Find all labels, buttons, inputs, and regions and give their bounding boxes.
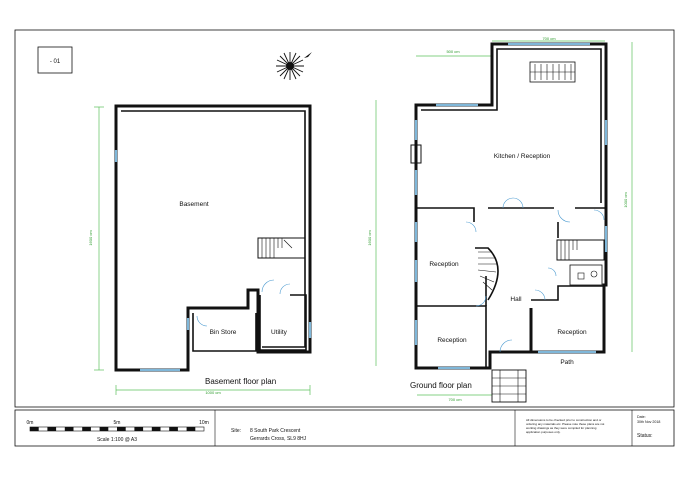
scale-caption: Scale 1:100 @ A3: [97, 437, 137, 443]
room-utility: Utility: [271, 329, 288, 336]
room-reception-bottom-right: Reception: [557, 329, 587, 336]
scale-bar: 0m 5m 10m Scale 1:100 @ A3: [27, 420, 209, 443]
ground-left-dim: 1600 cm: [367, 230, 372, 246]
room-kitchen-reception: Kitchen / Reception: [494, 153, 551, 160]
site-label: Site:: [231, 428, 241, 434]
path-label: Path: [560, 359, 574, 366]
date-value: 30th Nov 2018: [637, 420, 660, 424]
basement-plan: 1000 cm 1600 cm Basement Bin Store U: [88, 104, 312, 395]
room-reception-left: Reception: [429, 261, 459, 268]
ground-floor-plan: 500 cm 700 cm 1600 cm 1000 cm 700 cm: [367, 36, 633, 403]
room-basement: Basement: [179, 201, 208, 208]
site-line2: Gerrards Cross, SL9 8HJ: [250, 436, 307, 442]
site-line1: 8 South Park Crescent: [250, 428, 301, 434]
ground-right-dim: 1000 cm: [623, 192, 628, 208]
scale-tick-10: 10m: [199, 420, 209, 426]
ground-bottom-dim: 700 cm: [448, 397, 462, 402]
date-label: Date:: [637, 415, 646, 419]
notes-line1: All dimensions to be checked prior to co…: [526, 418, 601, 422]
drawing-frame: [14, 29, 675, 408]
room-reception-bottom-left: Reception: [437, 337, 467, 344]
basement-caption: Basement floor plan: [205, 377, 276, 386]
ground-top-right-dim: 700 cm: [542, 36, 556, 41]
sheet-ref: - 01: [50, 59, 61, 65]
basement-width-dim: 1000 cm: [205, 390, 221, 395]
basement-height-dim: 1600 cm: [88, 230, 93, 246]
north-arrow-icon: [276, 52, 312, 80]
sheet-ref-box: [37, 46, 73, 74]
scale-tick-0: 0m: [27, 420, 34, 426]
room-hall: Hall: [510, 296, 522, 303]
status-label: Status:: [637, 433, 653, 439]
ground-caption: Ground floor plan: [410, 381, 472, 390]
title-block: 0m 5m 10m Scale 1:100 @ A3 Site: 8 South…: [14, 409, 675, 447]
scale-tick-5: 5m: [114, 420, 121, 426]
room-bin-store: Bin Store: [210, 329, 237, 336]
notes-line3: working drawings as they were compiled f…: [526, 426, 597, 430]
notes-line4: application purposes only.: [526, 430, 561, 434]
notes-line2: ordering any materials etc. Please note …: [526, 422, 605, 426]
ground-top-left-dim: 500 cm: [446, 49, 460, 54]
